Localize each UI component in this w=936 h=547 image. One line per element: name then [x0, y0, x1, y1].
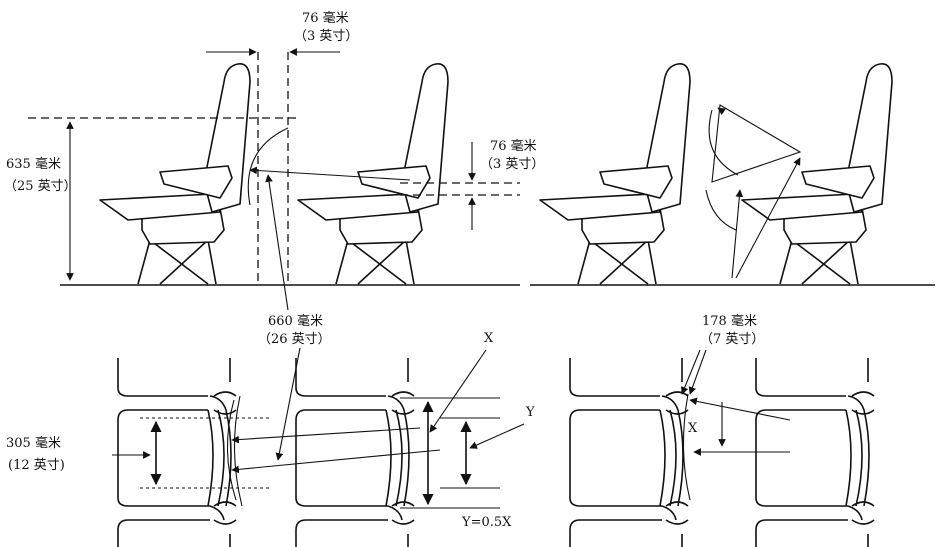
- width-label: 305 毫米: [6, 435, 61, 451]
- h-clear-label: 76 毫米: [302, 10, 349, 26]
- recline-arrow-top: [717, 107, 726, 116]
- v-clear-label: 76 毫米: [490, 138, 537, 154]
- top-pitch-arrow-2: [231, 449, 441, 474]
- side-seat-1: [99, 63, 251, 285]
- side-seat-3: [539, 63, 691, 285]
- top-seat-row-2: [295, 357, 415, 547]
- side-seat-4: [741, 63, 893, 285]
- pitch-arrow: [249, 166, 411, 181]
- gap-arrow-1: [731, 189, 744, 279]
- top-pitch-arrow-1: [231, 427, 421, 444]
- y-mark-label: Y: [525, 405, 535, 420]
- gap-inch-label: （7 英寸）: [700, 332, 764, 347]
- gap-label: 178 毫米: [702, 313, 757, 329]
- height-label: 635 毫米: [6, 156, 61, 172]
- x-leader: [429, 349, 487, 433]
- top-seat-row-1: [117, 357, 237, 547]
- top-seat-row-3: [569, 357, 689, 547]
- recline-arc: [708, 109, 739, 176]
- x-small-label: X: [688, 421, 698, 436]
- h-clear-inch-label: （3 英寸）: [294, 29, 358, 44]
- knee-swing-arc: [247, 127, 289, 206]
- top-arc-1: [226, 399, 237, 501]
- pitch-inch-label: （26 英寸）: [258, 332, 331, 347]
- height-inch-label: （25 英寸）: [4, 179, 77, 194]
- x-mark-label: X: [484, 331, 494, 346]
- gap-leader-1: [681, 349, 701, 395]
- relation-label: Y=0.5X: [461, 515, 512, 530]
- width-inch-label: (12 英寸): [8, 458, 65, 473]
- pitch-label: 660 毫米: [268, 313, 323, 329]
- y-leader: [469, 423, 525, 449]
- recline-knee-arc: [705, 189, 737, 231]
- gap-leader-2: [688, 349, 707, 395]
- recline-triangle: [711, 104, 802, 183]
- v-clear-inch-label: （3 英寸）: [480, 157, 544, 172]
- gap-arrow-2: [735, 157, 801, 279]
- gap-horizontal-arrow-top: [689, 397, 791, 421]
- top-arc-2: [233, 395, 243, 507]
- pitch-leader-side: [265, 174, 289, 311]
- gap-arc: [682, 393, 691, 501]
